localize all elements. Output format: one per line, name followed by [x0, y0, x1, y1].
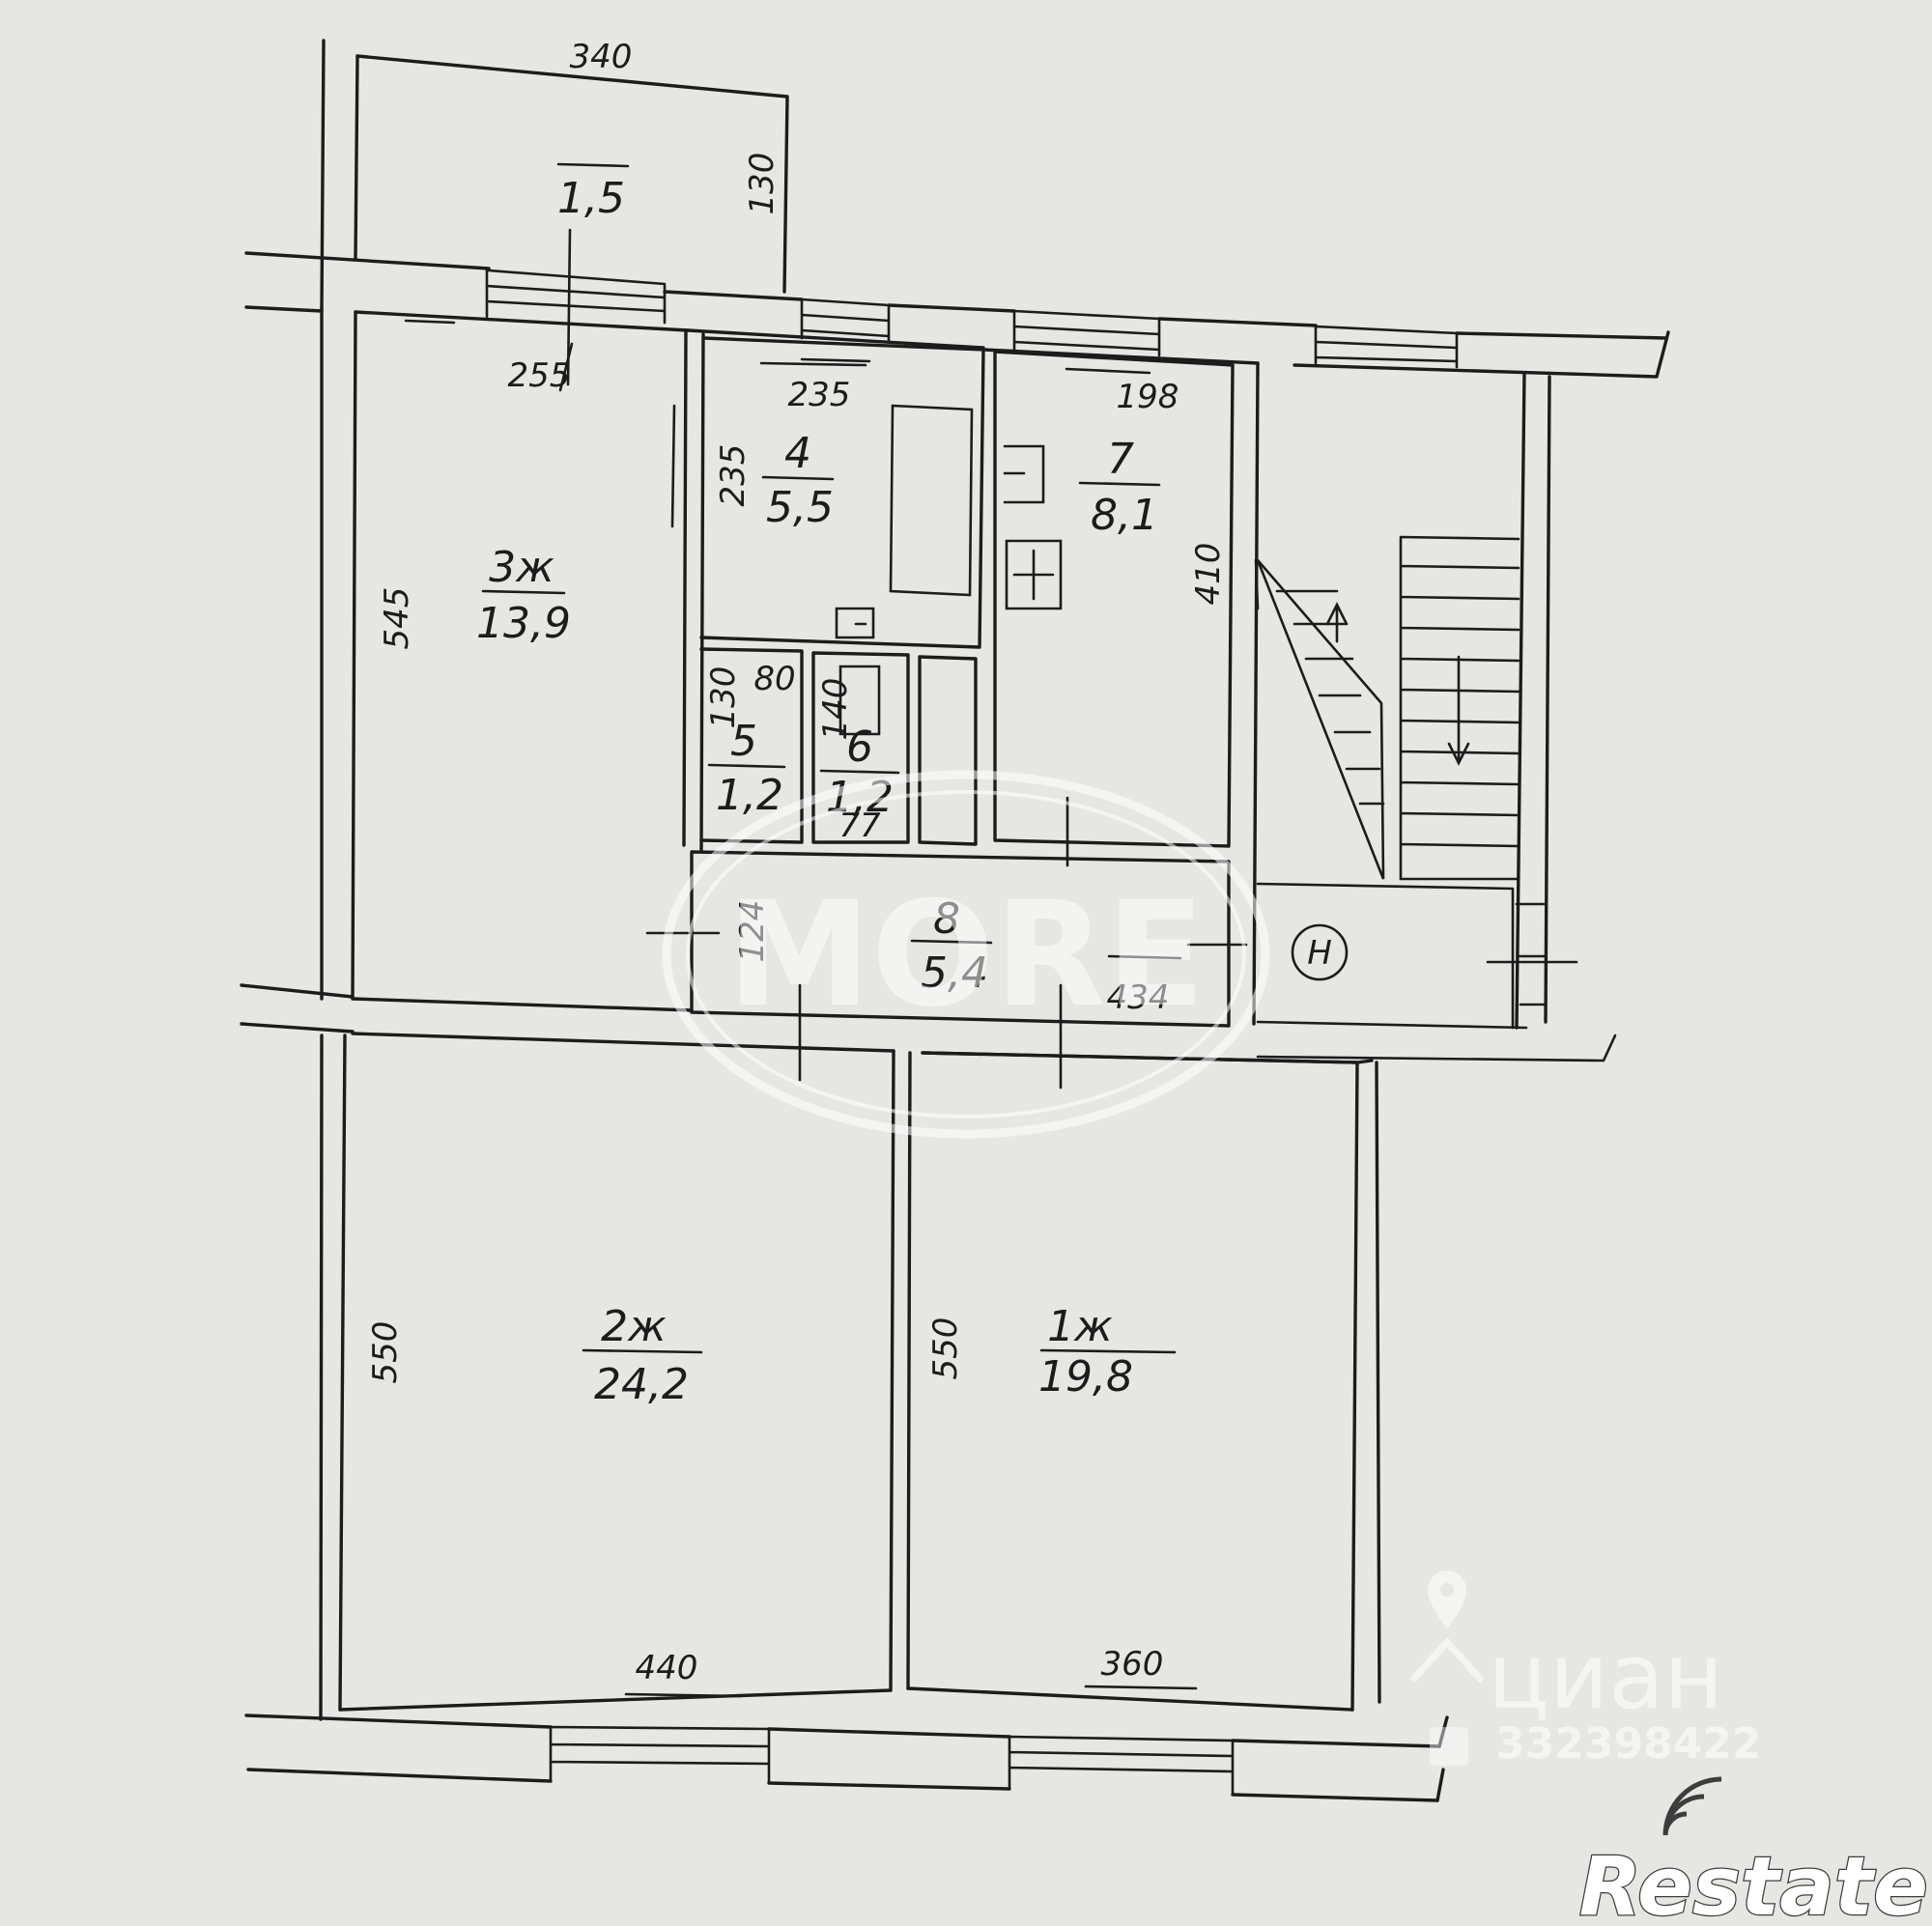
room-1-area: 19,8 [1038, 1352, 1133, 1402]
balcony-label: 1,5 [556, 162, 630, 386]
room-3-number: 3ж [489, 543, 554, 592]
room-2-area: 24,2 [594, 1360, 689, 1409]
dim-room2-length: 550 [366, 1321, 405, 1384]
room-8-area: 5,4 [921, 949, 988, 998]
room-6-number: 6 [846, 722, 873, 772]
dim-wc6-width: 77 [838, 807, 881, 845]
dim-room7-width: 198 [1117, 378, 1179, 416]
agency-watermark: MORE [662, 770, 1270, 1139]
cian-listing-id: 332398422 [1495, 1719, 1762, 1769]
dim-room3-length: 545 [378, 587, 416, 650]
room-4-label: 4 5,5 [761, 429, 835, 532]
room-8-label: 8 5,4 [910, 894, 993, 998]
dim-balcony-depth: 130 [743, 153, 781, 215]
cian-watermark: циан 332398422 [1409, 1571, 1762, 1769]
signal-icon [1662, 1776, 1722, 1836]
dim-room3-width: 255 [508, 356, 571, 395]
room-5-label: 5 1,2 [707, 717, 786, 820]
room-4-area: 5,5 [766, 483, 834, 532]
dim-hall-length: 434 [1107, 978, 1170, 1017]
dim-hall-height: 124 [733, 900, 772, 963]
dim-room4-width: 235 [788, 376, 851, 414]
room-2-number: 2ж [601, 1302, 667, 1351]
room-7-area: 8,1 [1091, 491, 1158, 540]
dim-room7-length: 410 [1189, 543, 1228, 606]
dim-wc5-width: 80 [753, 660, 795, 698]
dim-room1-width: 360 [1101, 1645, 1164, 1684]
dim-wc6-height: 140 [816, 678, 855, 741]
room-1-number: 1ж [1047, 1302, 1113, 1351]
location-pin-icon [1409, 1571, 1485, 1684]
dim-balcony-width: 340 [570, 38, 633, 76]
room-4-number: 4 [784, 429, 811, 478]
room-3-area: 13,9 [476, 599, 571, 648]
dim-room4-length: 235 [714, 444, 753, 507]
room-1-label: 1ж 19,8 [1038, 1302, 1177, 1402]
restate-logo: Restate [1577, 1776, 1929, 1926]
room-5-number: 5 [730, 717, 757, 766]
room-5-area: 1,2 [716, 771, 783, 820]
dim-room2-width: 440 [636, 1649, 698, 1687]
dimensions: 340 130 255 545 235 235 198 410 130 80 1… [366, 38, 1228, 1698]
agency-watermark-text: MORE [727, 871, 1206, 1039]
restate-logo-text: Restate [1579, 1839, 1928, 1926]
room-7-label: 7 8,1 [1078, 435, 1161, 540]
dim-room1-length: 550 [926, 1317, 965, 1380]
room-3-label: 3ж 13,9 [476, 543, 571, 648]
room-7-number: 7 [1107, 435, 1134, 484]
room-8-number: 8 [933, 894, 960, 944]
dim-wc5-height: 130 [704, 666, 743, 729]
stair-marker: Н [1291, 923, 1349, 981]
balcony-area: 1,5 [557, 174, 625, 223]
room-2-label: 2ж 24,2 [582, 1302, 703, 1409]
cian-logo-text: циан [1488, 1625, 1723, 1730]
stair-marker-symbol: Н [1307, 934, 1332, 973]
